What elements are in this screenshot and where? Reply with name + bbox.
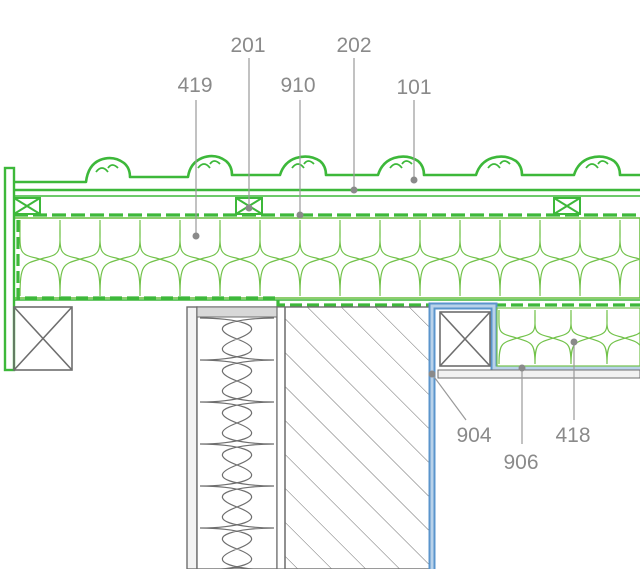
callout-101: 101 <box>396 76 431 99</box>
batten-row <box>13 197 581 215</box>
eave-membrane <box>16 220 640 307</box>
main-insulation-layer <box>13 217 640 299</box>
eave-beam <box>13 306 73 371</box>
roof-tile-layer <box>14 154 640 197</box>
tile-ridges <box>95 160 609 173</box>
callout-904: 904 <box>456 424 491 447</box>
leader-lines <box>192 58 578 444</box>
lower-insulation-pattern <box>498 309 640 365</box>
eave-membrane-top <box>13 218 640 301</box>
insulation-pattern <box>19 219 640 297</box>
interior-beam <box>439 311 491 367</box>
callout-906: 906 <box>503 451 538 474</box>
fascia-board <box>3 166 16 372</box>
callout-418: 418 <box>555 424 590 447</box>
callout-419: 419 <box>177 74 212 97</box>
vapor-barrier <box>428 302 640 569</box>
callout-201: 201 <box>230 34 265 57</box>
callout-202: 202 <box>336 34 371 57</box>
callout-labels: 419 201 910 202 101 904 906 418 <box>177 34 590 474</box>
callout-910: 910 <box>280 74 315 97</box>
lower-insulation-layer <box>437 307 640 379</box>
wall-insulation-pattern <box>199 317 275 569</box>
wall-section <box>186 306 431 569</box>
